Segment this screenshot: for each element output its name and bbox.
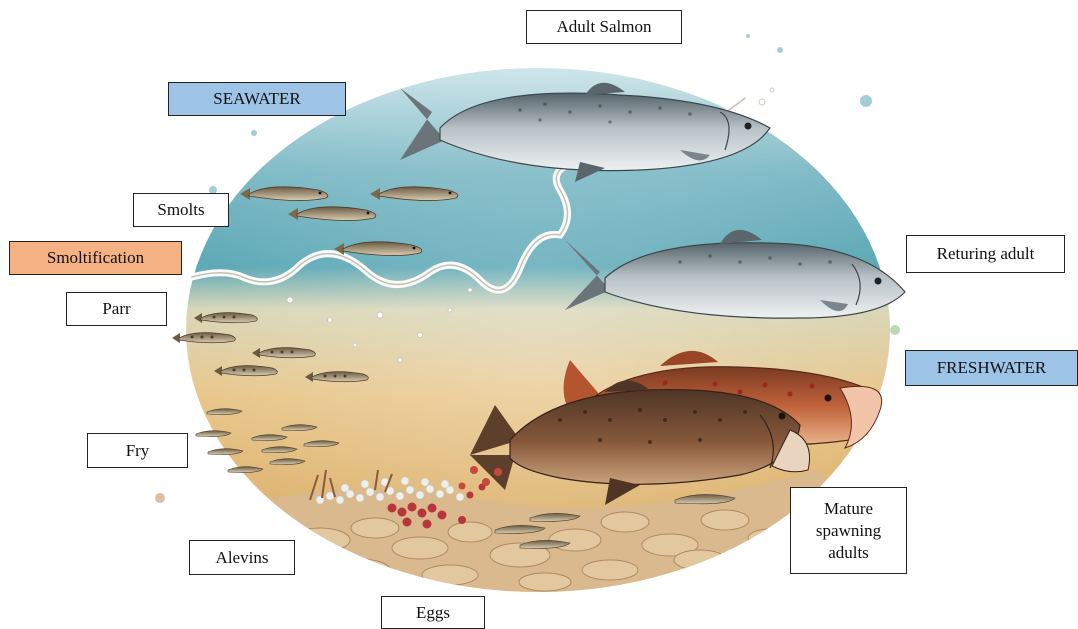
smolts-label: Smolts: [133, 193, 229, 227]
mature-label-line-3: adults: [828, 542, 869, 564]
mature-label-line-1: Mature: [824, 498, 873, 520]
smoltification-label: Smoltification: [9, 241, 182, 275]
mature-spawning-adults-label: Mature spawning adults: [790, 487, 907, 574]
eggs-label: Eggs: [381, 596, 485, 629]
seawater-label: SEAWATER: [168, 82, 346, 116]
parr-label: Parr: [66, 292, 167, 326]
returning-adult-label: Returing adult: [906, 235, 1065, 273]
fry-label: Fry: [87, 433, 188, 468]
freshwater-label: FRESHWATER: [905, 350, 1078, 386]
mature-label-line-2: spawning: [816, 520, 881, 542]
alevins-label: Alevins: [189, 540, 295, 575]
adult-salmon-label: Adult Salmon: [526, 10, 682, 44]
